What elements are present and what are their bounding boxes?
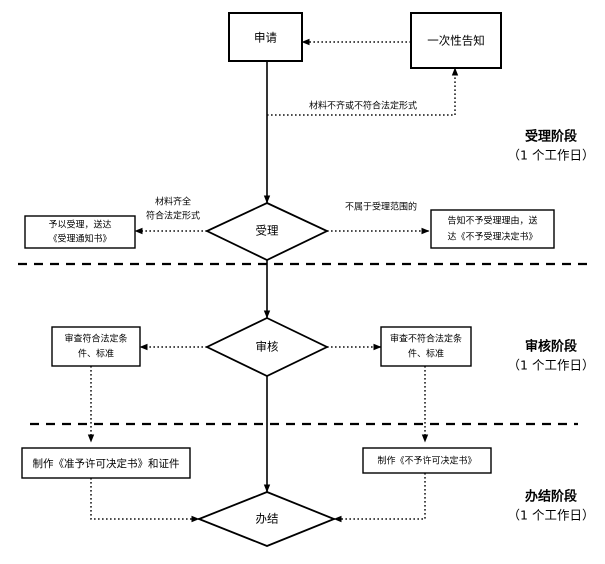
node-deny-label: 制作《不予许可决定书》 — [377, 455, 476, 467]
stage-label-2-duration: （1 个工作日） — [508, 358, 595, 373]
edge-accept-to-notice — [267, 67, 459, 116]
node-accept-no-line2: 达《不予受理决定书》 — [447, 231, 537, 243]
node-finish[interactable] — [196, 491, 337, 547]
edge-grant-to-finish — [90, 478, 200, 523]
node-accept-yes-line2: 《受理通知书》 — [48, 233, 111, 245]
node-grant-box[interactable] — [21, 447, 191, 479]
node-review-pass-line2: 件、标准 — [78, 348, 114, 360]
node-review-pass-box[interactable] — [51, 326, 141, 367]
node-accept-yes-box[interactable] — [24, 215, 136, 249]
stage-label-1-duration: （1 个工作日） — [508, 148, 595, 163]
node-apply[interactable] — [228, 12, 303, 62]
edge-label-material-complete-line2: 符合法定形式 — [146, 210, 200, 222]
edge-deny-to-finish — [333, 473, 426, 523]
node-accept-no-box[interactable] — [430, 209, 555, 249]
node-grant-label: 制作《准予许可决定书》和证件 — [33, 457, 180, 470]
node-review-pass-line1: 审查符合法定条 — [64, 333, 127, 345]
node-review-fail-line1: 审查不符合法定条 — [390, 333, 462, 345]
node-accept-no-line1: 告知不予受理理由，送 — [447, 215, 537, 227]
stage-label-1-name: 受理阶段 — [525, 129, 577, 145]
node-one-time-notice-label: 一次性告知 — [427, 34, 485, 48]
node-finish-label: 办结 — [256, 512, 279, 526]
stage-label-3-duration: （1 个工作日） — [508, 508, 595, 523]
node-review-fail-line2: 件、标准 — [408, 348, 444, 360]
node-accept-label: 受理 — [256, 224, 279, 238]
node-accept-yes-line1: 予以受理，送达 — [48, 219, 111, 231]
node-review-label: 审核 — [256, 340, 279, 354]
node-one-time-notice[interactable] — [410, 12, 502, 69]
node-review-fail-box[interactable] — [380, 326, 472, 367]
node-review[interactable] — [204, 317, 330, 377]
stage-label-3-name: 办结阶段 — [525, 489, 577, 505]
edge-label-material-complete-line1: 材料齐全 — [155, 196, 191, 208]
node-deny-box[interactable] — [362, 447, 492, 474]
node-apply-label: 申请 — [254, 31, 277, 45]
edge-label-out-of-scope: 不属于受理范围的 — [345, 201, 417, 213]
stage-label-2-name: 审核阶段 — [525, 339, 577, 355]
edge-label-material-incomplete: 材料不齐或不符合法定形式 — [309, 100, 417, 112]
node-accept[interactable] — [204, 202, 330, 261]
